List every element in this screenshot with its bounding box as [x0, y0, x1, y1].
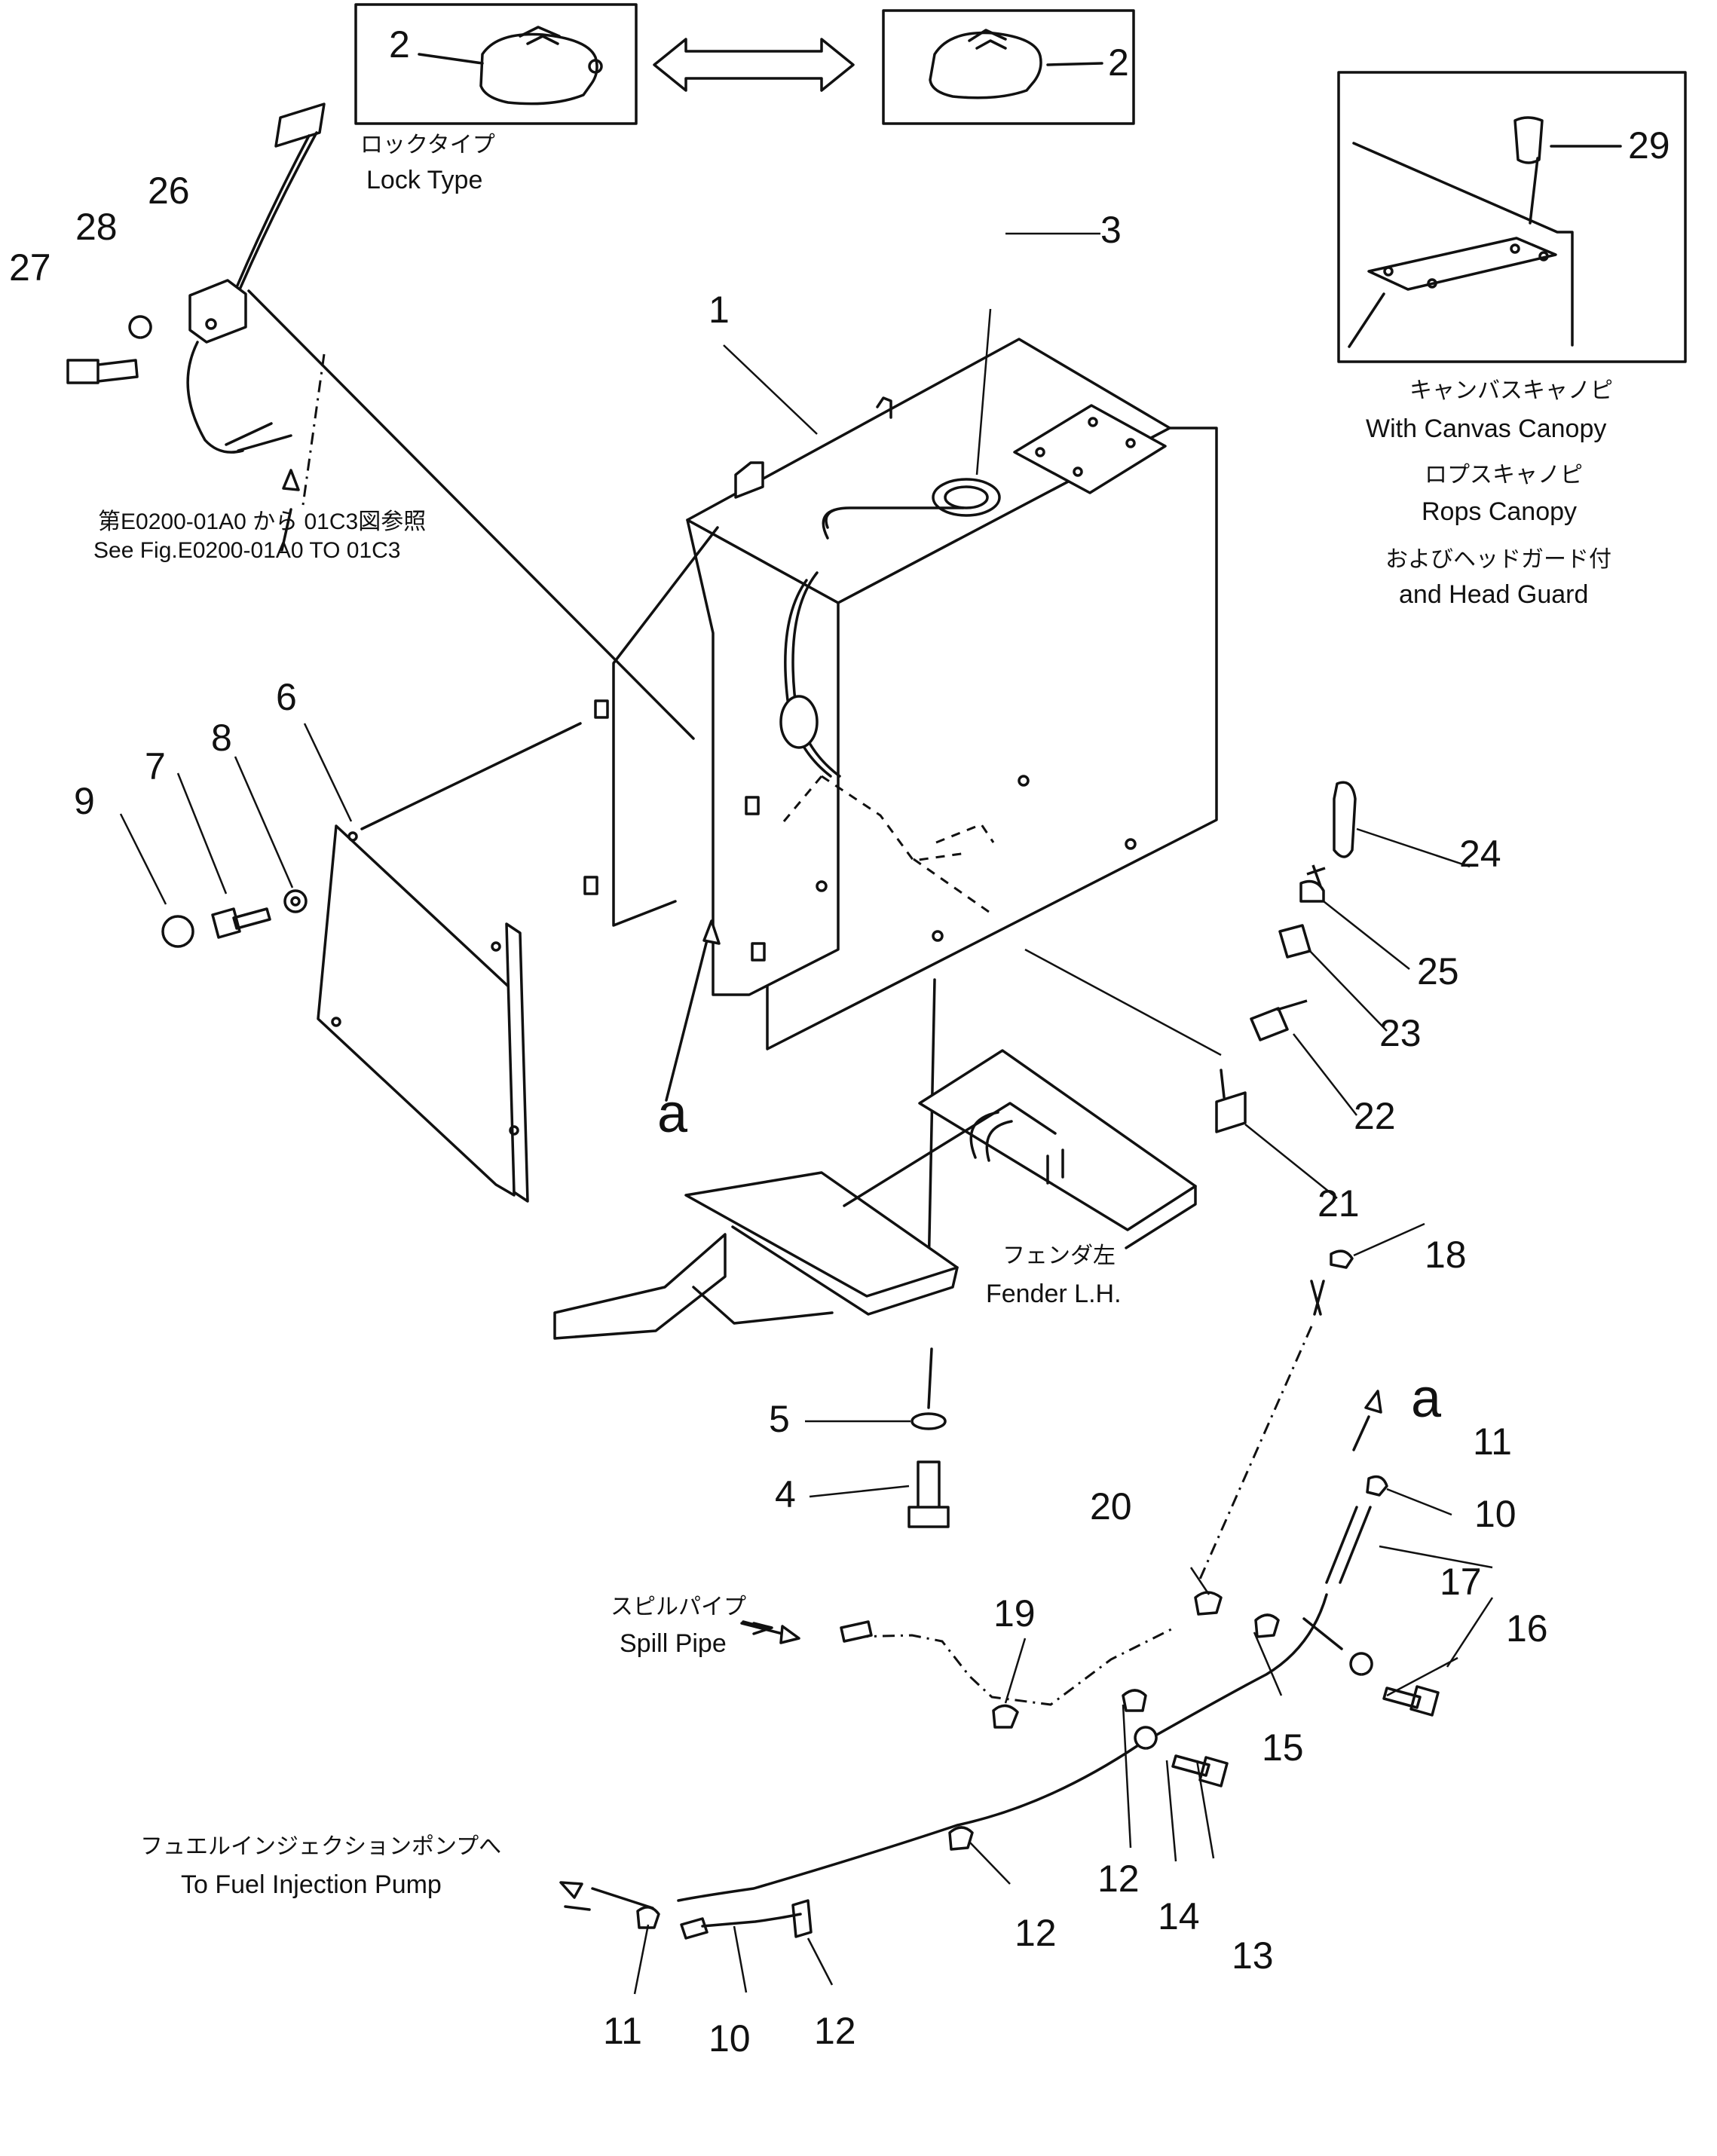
callout-7: 7	[145, 745, 166, 787]
knob-29-icon	[1513, 116, 1544, 164]
spill-pipe-en: Spill Pipe	[620, 1629, 727, 1658]
callout-14: 14	[1158, 1895, 1200, 1937]
lock-cap-inset	[354, 3, 638, 125]
callout-numbers: 1 2 2 3 4 5 6 7 8 9 10 10 11 11 12 12 12…	[9, 23, 1670, 2060]
callout-12-a: 12	[1097, 1858, 1140, 1900]
callout-15: 15	[1262, 1726, 1304, 1769]
callout-17: 17	[1440, 1561, 1482, 1603]
canopy-inset	[1337, 71, 1687, 363]
canopy-jp: キャンバスキャノピ	[1409, 378, 1613, 403]
callout-23: 23	[1379, 1012, 1422, 1054]
callout-29: 29	[1628, 124, 1670, 167]
lock-type-jp: ロックタイプ	[360, 133, 495, 157]
spill-pipe-jp: スピルパイプ	[611, 1595, 746, 1619]
bolts-13-17	[1134, 1652, 1440, 1787]
head-guard-jp: およびヘッドガード付	[1385, 547, 1611, 572]
fuel-gauge-assy	[66, 102, 695, 740]
callout-19: 19	[993, 1592, 1036, 1635]
callout-20: 20	[1090, 1485, 1132, 1528]
leader-lines	[119, 232, 1494, 1995]
callout-22: 22	[1354, 1095, 1396, 1137]
callout-12-b: 12	[1015, 1912, 1057, 1954]
callout-1: 1	[709, 289, 730, 331]
callout-8: 8	[211, 717, 232, 759]
fuel-tank	[583, 338, 1222, 1275]
callout-13: 13	[1232, 1934, 1274, 1977]
callout-26: 26	[148, 170, 190, 212]
lock-type-en: Lock Type	[366, 166, 482, 194]
fuel-lines	[636, 1249, 1388, 1940]
double-arrow	[653, 38, 855, 92]
lock-cap-icon	[479, 32, 598, 106]
fuel-pump-jp: フュエルインジェクションポンプへ	[140, 1834, 501, 1859]
callout-12-c: 12	[814, 2010, 856, 2052]
fender-en: Fender L.H.	[986, 1280, 1122, 1308]
side-cover	[317, 722, 582, 1203]
callout-21: 21	[1318, 1182, 1360, 1225]
callout-5: 5	[769, 1398, 790, 1440]
callout-27: 27	[9, 246, 51, 289]
callout-18: 18	[1425, 1234, 1467, 1276]
mark-a-pipe: a	[1411, 1369, 1442, 1429]
bolt-7-washer-8-cap-9	[161, 889, 308, 948]
callout-11-upper: 11	[1473, 1421, 1512, 1463]
see-fig-jp: 第E0200-01A0 から 01C3図参照	[98, 509, 426, 534]
callout-10-lower: 10	[709, 2017, 751, 2060]
fender	[553, 1049, 1197, 1340]
text-labels: ロックタイプ Lock Type 第E0200-01A0 から 01C3図参照 …	[93, 133, 1613, 1899]
head-guard-en: and Head Guard	[1399, 580, 1588, 609]
callout-24: 24	[1459, 833, 1501, 875]
callout-28: 28	[75, 206, 118, 248]
callout-16: 16	[1506, 1607, 1548, 1650]
rops-en: Rops Canopy	[1422, 497, 1577, 526]
callout-9: 9	[74, 780, 95, 822]
callout-10-upper: 10	[1474, 1493, 1517, 1535]
fittings-21-25	[1215, 781, 1357, 1133]
bolt-4-washer-5	[907, 1347, 950, 1528]
standard-cap-inset	[882, 9, 1135, 125]
callout-3: 3	[1100, 209, 1122, 251]
fuel-pump-en: To Fuel Injection Pump	[181, 1870, 442, 1899]
fender-jp: フェンダ左	[1002, 1243, 1116, 1268]
cover-plate	[1367, 237, 1557, 291]
see-fig-en: See Fig.E0200-01A0 TO 01C3	[93, 538, 401, 563]
callout-6: 6	[276, 676, 297, 718]
mark-a-tank: a	[657, 1084, 688, 1144]
callout-25: 25	[1417, 950, 1459, 992]
callout-2-lock: 2	[389, 23, 410, 66]
callout-2-std: 2	[1108, 41, 1129, 84]
callout-4: 4	[775, 1473, 796, 1515]
rops-jp: ロプスキャノピ	[1425, 463, 1583, 488]
callout-11-lower: 11	[603, 2010, 642, 2052]
canopy-en: With Canvas Canopy	[1366, 414, 1606, 443]
